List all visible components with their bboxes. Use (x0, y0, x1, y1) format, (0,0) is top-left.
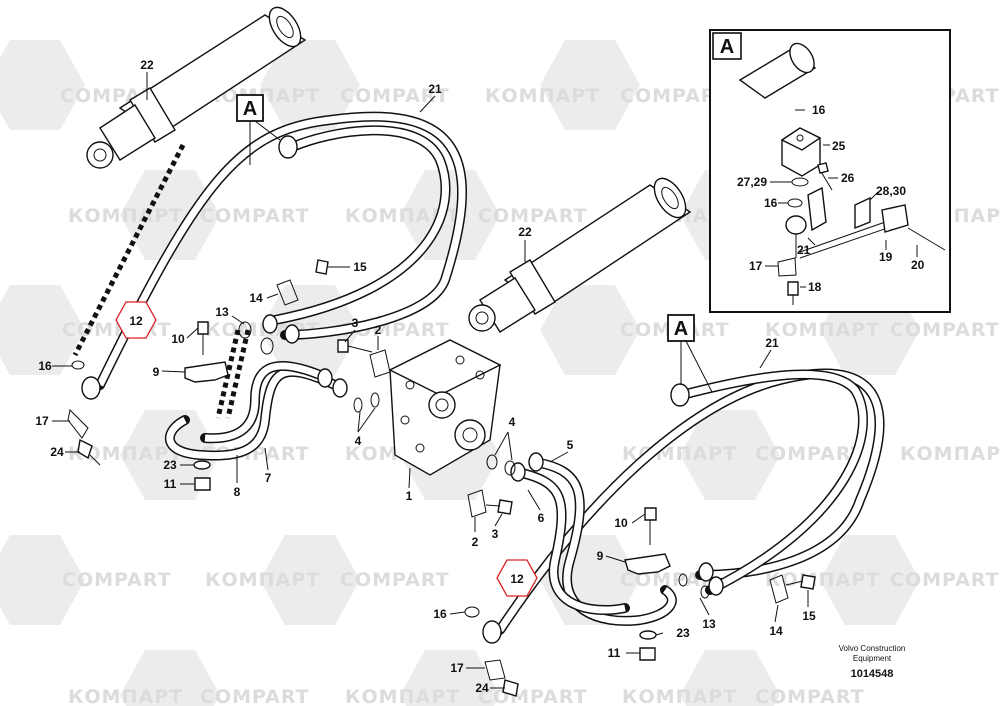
detail-view-a: A (709, 29, 951, 313)
pipes-right (510, 452, 677, 626)
cylinder-right (468, 177, 692, 333)
part-label: 16 (38, 359, 52, 373)
part-label: 23 (676, 626, 690, 640)
part-label: 7 (265, 471, 272, 485)
part-label: 2 (375, 323, 382, 337)
watermark-text: КОМПАРТ (205, 569, 320, 591)
watermark-text: КОМПАРТ (900, 443, 1000, 465)
detail-label: 18 (808, 280, 822, 294)
callout-12-upper-label: 12 (129, 314, 143, 328)
part-label: 17 (35, 414, 49, 428)
part-label: 22 (140, 58, 154, 72)
footer-company: Volvo Construction (839, 644, 906, 653)
watermark-text: COMPART (200, 686, 310, 706)
watermark-text: COMPART (340, 85, 450, 107)
callout-a-lower-label: A (674, 318, 688, 340)
part-label: 14 (769, 624, 783, 638)
callout-12-lower: 12 (496, 559, 538, 597)
part-label: 24 (475, 681, 489, 695)
watermark-text: КОМПАРТ (68, 443, 183, 465)
part-labels: 22 21 16 17 24 15 14 13 10 9 3 2 4 23 11… (35, 58, 816, 695)
watermark-text: COMPART (200, 205, 310, 227)
part-label: 9 (597, 549, 604, 563)
watermark-text: КОМПАРТ (765, 319, 880, 341)
leader-lines (52, 72, 809, 689)
detail-label: 19 (879, 250, 893, 264)
cylinder-left (86, 6, 307, 169)
part-label: 22 (518, 225, 532, 239)
detail-label: 21 (797, 243, 811, 257)
watermark-text: КОМПАРТ (485, 85, 600, 107)
part-label: 4 (355, 434, 362, 448)
watermark-text: КОМПАРТ (345, 205, 460, 227)
part-label: 14 (249, 291, 263, 305)
watermark-text: COMPART (755, 443, 865, 465)
part-label: 15 (353, 260, 367, 274)
part-label: 3 (492, 527, 499, 541)
part-label: 21 (428, 82, 442, 96)
valve-block (388, 339, 502, 476)
detail-label: 16 (764, 196, 778, 210)
part-label: 11 (608, 646, 621, 660)
part-label: 4 (509, 415, 516, 429)
small-parts-right (464, 454, 816, 697)
part-label: 5 (567, 438, 574, 452)
small-parts-left (67, 259, 391, 491)
watermark-text: КОМПАРТ (68, 205, 183, 227)
watermark-text: COMPART (755, 686, 865, 706)
callout-a-lower: A (667, 314, 713, 393)
footer-company-sub: Equipment (853, 654, 892, 663)
part-label: 1 (406, 489, 413, 503)
detail-labels: 16 25 27,29 26 28,30 16 21 19 20 17 18 (737, 103, 925, 294)
watermark-text: КОМПАРТ (68, 686, 183, 706)
part-label: 10 (171, 332, 185, 346)
pipes-left (165, 361, 348, 461)
callout-12-lower-label: 12 (510, 572, 524, 586)
detail-label: 16 (812, 103, 826, 117)
watermark-text: COMPART (478, 205, 588, 227)
detail-view-title: A (720, 36, 734, 58)
part-label: 9 (153, 365, 160, 379)
watermark-text: COMPART (890, 569, 1000, 591)
detail-label: 26 (841, 171, 855, 185)
part-label: 13 (702, 617, 716, 631)
hose-loop-lower (482, 368, 885, 644)
footer-block: Volvo Construction Equipment 1014548 (839, 644, 906, 680)
part-label: 17 (450, 661, 464, 675)
watermark-text: COMPART (478, 686, 588, 706)
hose-loop-upper (81, 111, 468, 400)
watermark-text: КОМПАРТ (765, 569, 880, 591)
part-label: 15 (802, 609, 816, 623)
watermark-text: COMPART (620, 85, 730, 107)
detail-label: 28,30 (876, 184, 906, 198)
part-label: 21 (765, 336, 779, 350)
callout-a-upper-label: A (243, 98, 257, 120)
callout-12-upper: 12 (115, 301, 157, 339)
callout-a-upper: A (236, 94, 281, 165)
part-label: 10 (614, 516, 628, 530)
watermark-text: COMPART (890, 319, 1000, 341)
detail-label: 20 (911, 258, 925, 272)
drawing-number: 1014548 (851, 668, 894, 680)
part-label: 16 (433, 607, 447, 621)
watermark-text: КОМПАРТ (345, 686, 460, 706)
part-label: 23 (163, 458, 177, 472)
part-label: 13 (215, 305, 229, 319)
watermark-text: COMPART (340, 569, 450, 591)
watermark-text: COMPART (62, 569, 172, 591)
part-label: 11 (164, 477, 177, 491)
detail-label: 25 (832, 139, 846, 153)
part-label: 24 (50, 445, 64, 459)
part-label: 2 (472, 535, 479, 549)
detail-label: 27,29 (737, 175, 767, 189)
part-label: 3 (352, 316, 359, 330)
detail-label: 17 (749, 259, 763, 273)
part-label: 6 (538, 511, 545, 525)
part-label: 8 (234, 485, 241, 499)
watermark-text: КОМПАРТ (622, 686, 737, 706)
